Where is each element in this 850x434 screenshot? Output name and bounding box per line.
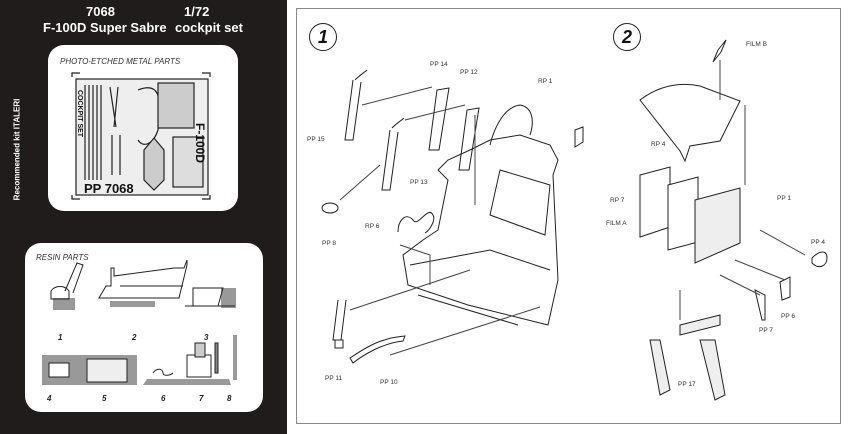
fret-side: COCKPIT SET <box>76 90 83 138</box>
step-2-badge: 2 <box>613 23 641 51</box>
label-film-b: FILM B <box>746 41 767 48</box>
resin-number-1: 1 <box>58 333 63 342</box>
film-b <box>712 39 727 63</box>
part-pp7 <box>754 289 766 321</box>
strap-pp14 <box>428 87 450 151</box>
label-pp14: PP 14 <box>430 61 448 68</box>
strap-pp10 <box>349 335 406 364</box>
photo-etched-fret: PP 7068 F-100D COCKPIT SET <box>71 72 211 200</box>
fret-name: F-100D <box>193 123 207 163</box>
seat-handle <box>574 126 584 148</box>
part-pp6 <box>779 276 791 301</box>
label-film-a: FILM A <box>606 220 627 227</box>
part-pp8 <box>321 202 339 214</box>
resin-number-2: 2 <box>132 333 137 342</box>
strap-pp13 <box>381 117 405 191</box>
panel-rp7 <box>639 166 671 238</box>
rudder-pedals-pp17 <box>649 314 726 401</box>
label-pp10: PP 10 <box>380 379 398 386</box>
fret-label: PP 7068 <box>84 181 134 196</box>
resin-number-5: 5 <box>102 394 107 403</box>
photo-etched-title: PHOTO-ETCHED METAL PARTS <box>60 57 181 66</box>
resin-parts-drawing <box>42 259 237 385</box>
label-rp7: RP 7 <box>610 197 625 204</box>
label-rp1: RP 1 <box>538 78 553 85</box>
part-pp4 <box>811 251 828 268</box>
resin-title: RESIN PARTS <box>36 253 89 262</box>
panel-rp4 <box>639 83 741 163</box>
kit-model: F-100D Super Sabre <box>43 20 167 35</box>
kit-scale: 1/72 <box>184 4 210 19</box>
resin-box: RESIN PARTS 1 2 3 4 5 <box>25 243 263 412</box>
left-panel: 7068 1/72 F-100D Super Sabre cockpit set… <box>0 0 287 434</box>
instruction-frame <box>296 8 841 424</box>
resin-number-3: 3 <box>204 333 209 342</box>
label-rp6: RP 6 <box>365 223 380 230</box>
label-pp11: PP 11 <box>325 375 343 382</box>
kit-code: 7068 <box>86 4 115 19</box>
label-pp12: PP 12 <box>460 69 478 76</box>
label-pp7: PP 7 <box>759 327 773 334</box>
label-rp4: RP 4 <box>651 141 666 148</box>
label-pp6: PP 6 <box>781 313 795 320</box>
strap-pp12 <box>458 107 480 171</box>
label-pp13: PP 13 <box>410 179 428 186</box>
label-pp4: PP 4 <box>811 239 825 246</box>
resin-number-7: 7 <box>199 394 204 403</box>
hose-rp6 <box>397 212 435 234</box>
instrument-panel-pp1 <box>694 187 741 264</box>
resin-number-6: 6 <box>161 394 166 403</box>
label-pp8: PP 8 <box>322 240 336 247</box>
label-pp1: PP 1 <box>777 195 791 202</box>
photo-etched-box: PHOTO-ETCHED METAL PARTS PP 7068 F-100D … <box>48 45 238 211</box>
resin-number-4: 4 <box>47 394 52 403</box>
resin-number-8: 8 <box>227 394 232 403</box>
label-pp17: PP 17 <box>678 381 696 388</box>
film-a <box>667 176 699 251</box>
kit-set: cockpit set <box>175 20 243 35</box>
strap-pp11 <box>332 299 347 349</box>
strap-pp15 <box>344 69 368 141</box>
step-1-badge: 1 <box>309 23 337 51</box>
ejection-seat <box>402 104 559 326</box>
label-pp15: PP 15 <box>307 136 325 143</box>
